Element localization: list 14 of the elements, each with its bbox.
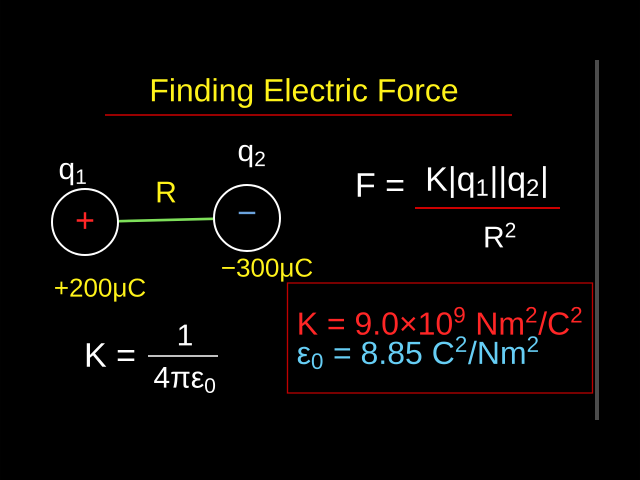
edge-label: R bbox=[154, 180, 178, 204]
charge-value: +200μC bbox=[55, 278, 146, 302]
charge-name: q$_{2}$ bbox=[238, 144, 265, 168]
formula-text: 1 bbox=[178, 324, 192, 346]
constants-box: K = 9.0×10$^{9}$ Nm$^{2}$/C$^{2}$ ε$_{0}$ = 8.85 C$^{2}$/Nm$^{2}$ bbox=[286, 282, 594, 394]
formula-text: R$^{2}$ bbox=[485, 222, 516, 248]
connector-line bbox=[118, 218, 214, 222]
formula-text: K|q$_{1}$||q$_{2}$| bbox=[428, 166, 546, 198]
formula-text: 4πε$_{0}$ bbox=[154, 367, 216, 393]
formula-text: F = bbox=[358, 173, 404, 197]
title: Finding Electric Force bbox=[152, 78, 458, 108]
formula-text: K = bbox=[86, 343, 134, 367]
charge-value: −300μC bbox=[222, 258, 312, 282]
charge-name: q$_{1}$ bbox=[60, 162, 86, 186]
